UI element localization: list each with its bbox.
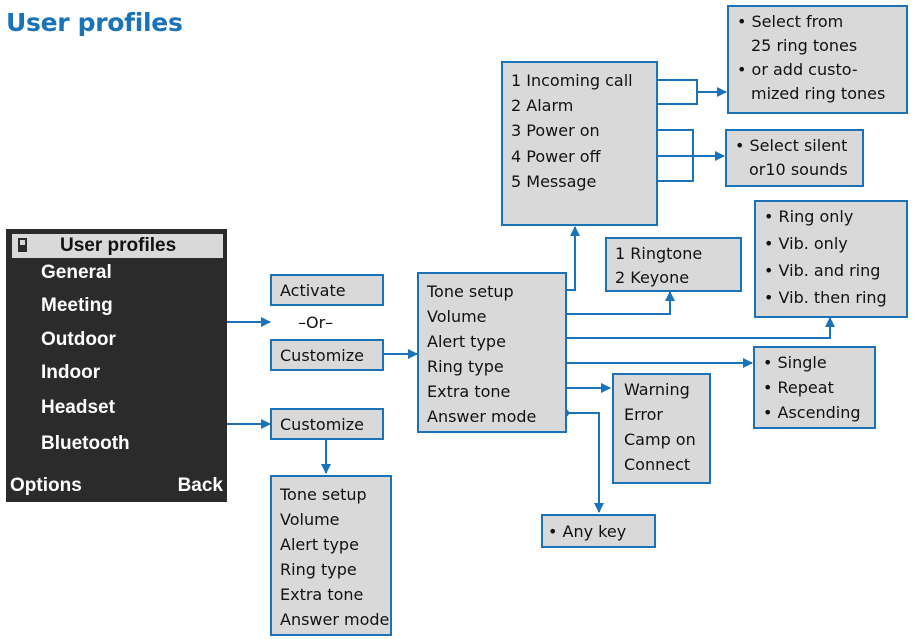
alert-vib-and-ring[interactable]: • Vib. and ring: [764, 261, 881, 280]
phone-header-title: User profiles: [60, 235, 177, 256]
setting-ring-type[interactable]: Ring type: [427, 357, 504, 376]
silent-sounds-box: • Select silent or10 sounds: [725, 129, 864, 187]
event-power-off[interactable]: 4 Power off: [511, 147, 601, 166]
setting-extra-tone[interactable]: Extra tone: [427, 382, 511, 401]
customize-menu-box: Tone setup Volume Alert type Ring type E…: [270, 475, 392, 636]
ring-tones-box: • Select from 25 ring tones • or add cus…: [727, 5, 908, 114]
extra-tone-camp-on[interactable]: Camp on: [624, 430, 696, 449]
ring-tones-line-4: mized ring tones: [751, 84, 886, 103]
phone-menu-icon: [18, 238, 27, 252]
profile-outdoor[interactable]: Outdoor: [41, 329, 116, 350]
activate-label: Activate: [280, 281, 346, 300]
menu-item-answer-mode[interactable]: Answer mode: [280, 610, 390, 629]
alert-vib-then-ring[interactable]: • Vib. then ring: [764, 288, 887, 307]
extra-tone-warning[interactable]: Warning: [624, 380, 690, 399]
alert-vib-only[interactable]: • Vib. only: [764, 234, 848, 253]
silent-line-1: • Select silent: [735, 136, 848, 155]
menu-item-ring-type[interactable]: Ring type: [280, 560, 357, 579]
profile-bluetooth[interactable]: Bluetooth: [41, 433, 130, 454]
or-label: –Or–: [298, 313, 334, 332]
ring-type-repeat[interactable]: • Repeat: [763, 378, 834, 397]
customize-label-2: Customize: [280, 415, 364, 434]
event-incoming-call[interactable]: 1 Incoming call: [511, 71, 633, 90]
customize-label: Customize: [280, 346, 364, 365]
customize-settings-box: Tone setup Volume Alert type Ring type E…: [417, 272, 567, 433]
event-alarm[interactable]: 2 Alarm: [511, 96, 574, 115]
ring-type-single[interactable]: • Single: [763, 353, 827, 372]
profile-headset[interactable]: Headset: [41, 397, 115, 418]
customize-box[interactable]: Customize: [270, 339, 384, 371]
answer-any-key[interactable]: • Any key: [548, 522, 627, 541]
page-title: User profiles: [6, 8, 183, 37]
profile-meeting[interactable]: Meeting: [41, 295, 113, 316]
ring-types-box: • Single • Repeat • Ascending: [753, 346, 876, 429]
setting-tone-setup[interactable]: Tone setup: [427, 282, 514, 301]
profile-indoor[interactable]: Indoor: [41, 362, 101, 383]
volume-ringtone[interactable]: 1 Ringtone: [615, 244, 703, 263]
profile-general[interactable]: General: [41, 262, 112, 283]
answer-mode-box: • Any key: [541, 514, 656, 548]
activate-box[interactable]: Activate: [270, 274, 384, 306]
volume-options-box: 1 Ringtone 2 Keyone: [605, 237, 742, 292]
phone-header: User profiles: [12, 234, 223, 258]
setting-answer-mode[interactable]: Answer mode: [427, 407, 537, 426]
volume-keyone[interactable]: 2 Keyone: [615, 268, 690, 287]
ring-tones-line-3: • or add custo-: [737, 60, 858, 79]
menu-item-tone-setup[interactable]: Tone setup: [280, 485, 367, 504]
softkey-options[interactable]: Options: [10, 475, 82, 496]
softkey-back[interactable]: Back: [177, 475, 223, 496]
extra-tone-connect[interactable]: Connect: [624, 455, 691, 474]
phone-screen: User profiles General Meeting Outdoor In…: [6, 229, 227, 502]
extra-tone-error[interactable]: Error: [624, 405, 663, 424]
ring-type-ascending[interactable]: • Ascending: [763, 403, 861, 422]
alert-types-box: • Ring only • Vib. only • Vib. and ring …: [754, 200, 908, 318]
setting-volume[interactable]: Volume: [427, 307, 487, 326]
ring-tones-line-1: • Select from: [737, 12, 844, 31]
alert-ring-only[interactable]: • Ring only: [764, 207, 854, 226]
menu-item-extra-tone[interactable]: Extra tone: [280, 585, 364, 604]
event-message[interactable]: 5 Message: [511, 172, 597, 191]
menu-item-alert-type[interactable]: Alert type: [280, 535, 359, 554]
menu-item-volume[interactable]: Volume: [280, 510, 340, 529]
extra-tones-box: Warning Error Camp on Connect: [612, 373, 711, 484]
customize-box-2[interactable]: Customize: [270, 408, 384, 440]
setting-alert-type[interactable]: Alert type: [427, 332, 506, 351]
ring-tones-line-2: 25 ring tones: [751, 36, 858, 55]
tone-events-box: 1 Incoming call 2 Alarm 3 Power on 4 Pow…: [501, 61, 658, 226]
silent-line-2: or10 sounds: [749, 160, 848, 179]
event-power-on[interactable]: 3 Power on: [511, 121, 600, 140]
